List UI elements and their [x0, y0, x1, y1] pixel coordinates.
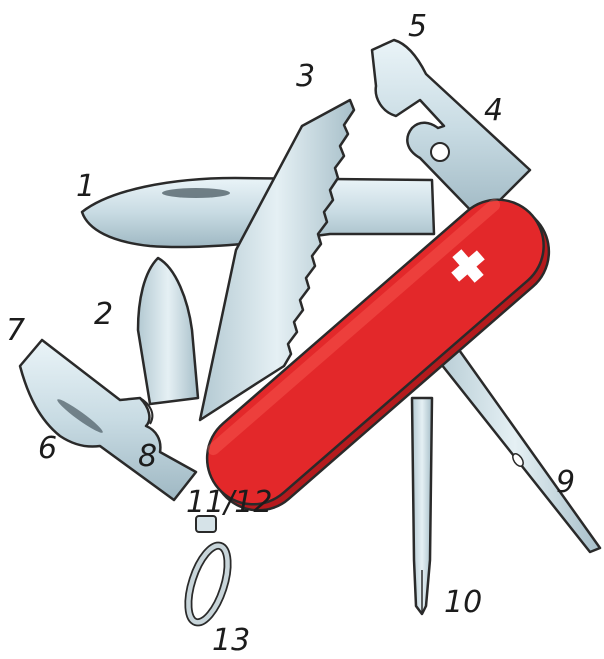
can-opener-hole — [431, 143, 449, 161]
label-9: 9 — [556, 465, 575, 500]
label-4: 4 — [484, 93, 503, 128]
key-ring — [180, 516, 235, 627]
label-3: 3 — [296, 59, 315, 94]
nail-nick — [162, 188, 230, 198]
label-2: 2 — [94, 297, 113, 332]
label-8: 8 — [138, 439, 157, 474]
label-13: 13 — [212, 623, 250, 658]
label-11-12: 11/12 — [186, 485, 272, 520]
awl-tool — [430, 340, 600, 552]
label-1: 1 — [76, 169, 95, 204]
small-blade — [138, 258, 198, 404]
label-10: 10 — [444, 585, 482, 620]
label-5: 5 — [408, 9, 427, 44]
label-6: 6 — [38, 431, 57, 466]
label-7: 7 — [6, 313, 25, 348]
